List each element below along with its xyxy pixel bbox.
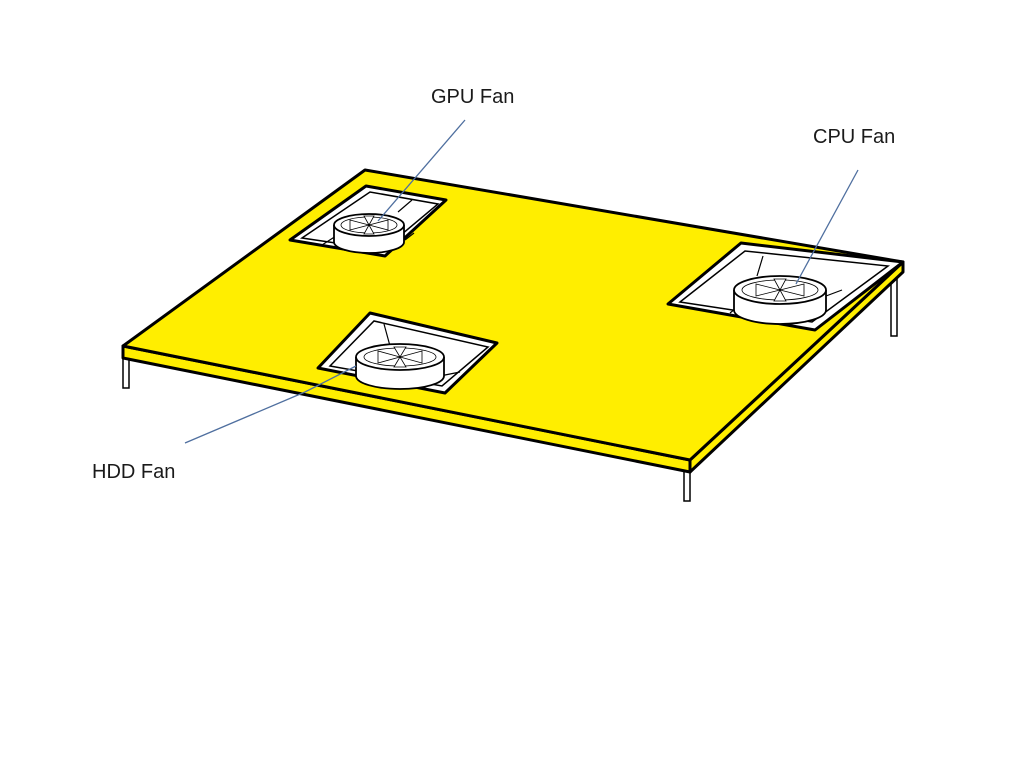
cpu-fan-label: CPU Fan: [813, 126, 895, 148]
leg-left: [122, 355, 130, 389]
gpu-fan-opening: [288, 184, 448, 258]
cpu-fan-opening: [666, 241, 905, 332]
hdd-leader-line: [184, 365, 357, 444]
gpu-fan-label: GPU Fan: [431, 86, 514, 108]
cpu-fan-icon: [729, 255, 843, 325]
leader-lines: [184, 119, 859, 444]
hdd-fan-icon: [355, 323, 461, 390]
hdd-fan-opening: [316, 311, 499, 395]
gpu-fan-icon: [321, 199, 415, 254]
hdd-fan-label: HDD Fan: [92, 461, 175, 483]
gpu-leader-line: [377, 119, 466, 222]
cpu-leader-line: [795, 169, 859, 285]
